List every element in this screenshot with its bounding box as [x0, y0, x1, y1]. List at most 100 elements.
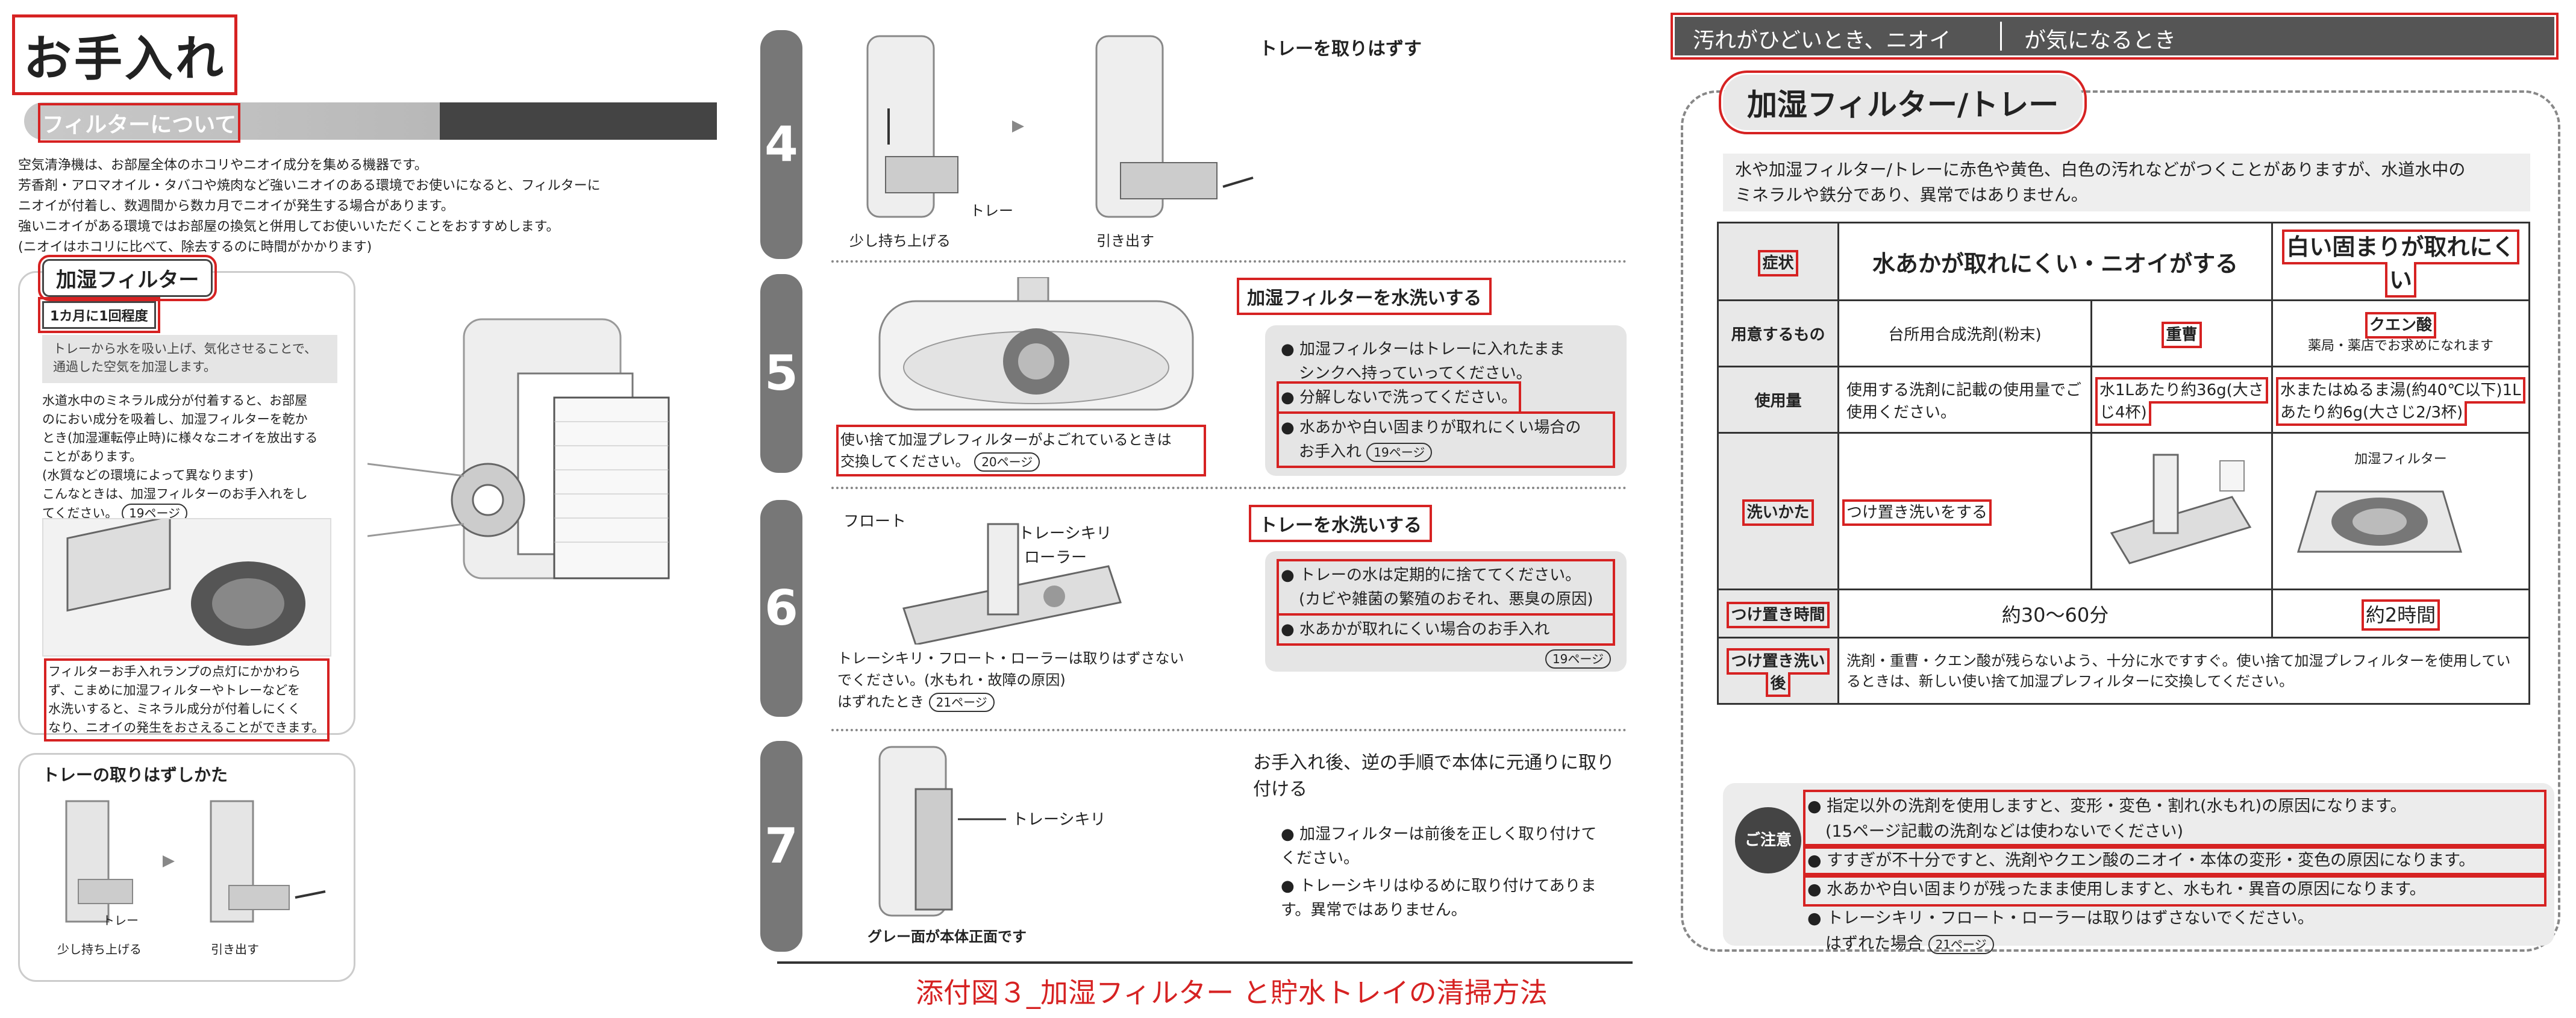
step4-pull-label: 引き出す	[1096, 233, 1154, 249]
float-label: フロート	[843, 513, 907, 531]
notice-text: トレーシキリ・フロート・ローラーは取りはずさないでください。	[1827, 909, 2314, 928]
notice-box	[1723, 783, 2554, 946]
soak-head: つけ置き時間	[1717, 589, 1839, 639]
bottom-rule	[777, 961, 1633, 964]
bullet-text: (カビや雑菌の繁殖のおそれ、悪臭の原因)	[1299, 590, 1593, 608]
cell-text: 約2時間	[2361, 599, 2440, 631]
bullet-item: ● トレーの水は定期的に捨ててください。(カビや雑菌の繁殖のおそれ、悪臭の原因)	[1277, 559, 1615, 616]
cell-text: つけ置き洗いをする	[1842, 499, 1992, 526]
page-ref[interactable]: 20ページ	[974, 452, 1040, 472]
bullet-text: シンクへ持っていってください。	[1299, 364, 1532, 383]
step-number: 5	[760, 274, 802, 473]
roller-label: ローラー	[1024, 549, 1087, 567]
notice-item: ● 水あかや白い固まりが残ったまま使用しますと、水もれ・異音の原因になります。	[1803, 873, 2546, 907]
divider	[831, 729, 1627, 731]
air-purifier-illustration	[367, 318, 670, 579]
grey-note: トレーから水を吸い上げ、気化させることで、通過した空気を加湿します。	[42, 335, 337, 383]
prep-2: 重曹	[2090, 299, 2273, 367]
bullet-item: ● 加湿フィルターは前後を正しく取り付けてください。	[1281, 825, 1597, 867]
prep-1: 台所用合成洗剤(粉末)	[1837, 299, 2092, 367]
wash-img-tray	[2090, 432, 2273, 590]
caption-line: はずれたとき 21ページ	[837, 691, 1223, 713]
bullet-text: トレーの水は定期的に捨ててください。	[1299, 566, 1581, 584]
cleaning-table: 症状 水あかが取れにくい・ニオイがする 白い固まりが取れにくい 用意するもの 台…	[1717, 222, 2530, 705]
band-right-text: が気になるとき	[2024, 28, 2177, 53]
caption-line: 使い捨て加湿プレフィルターがよごれているときは	[840, 431, 1172, 448]
step5-bullets: ● 加湿フィルターはトレーに入れたまま シンクへ持っていってください。 ● 分解…	[1265, 325, 1627, 476]
notice-text: 水あかや白い固まりが残ったまま使用しますと、水もれ・異音の原因になります。	[1827, 880, 2426, 899]
page-ref[interactable]: 21ページ	[928, 693, 995, 712]
intro-line: 芳香剤・アロマオイル・タバコや焼肉など強いニオイのある環境でお使いになると、フィ…	[18, 178, 601, 193]
notice-badge: ご注意	[1735, 807, 1801, 873]
symptom-head: 症状	[1717, 222, 1839, 301]
band-left-text: 汚れがひどいとき、ニオイ	[1693, 28, 1951, 53]
bullet-text: トレーシキリはゆるめに取り付けてあります。異常ではありません。	[1281, 877, 1596, 919]
section-bar: フィルターについて	[24, 102, 717, 143]
notice-item: ● 指定以外の洗剤を使用しますと、変形・変色・割れ(水もれ)の原因になります。(…	[1803, 790, 2546, 849]
table-row: つけ置き時間 約30〜60分 約2時間	[1717, 589, 2530, 639]
para-line: ことがあります。	[42, 449, 142, 464]
step5-title: 加湿フィルターを水洗いする	[1236, 278, 1492, 315]
bullet-item: ● 分解しないで洗ってください。	[1276, 381, 1522, 414]
table-row: 洗いかた つけ置き洗いをする 加湿フィルター	[1717, 432, 2530, 590]
cell-text: 水1Lあたり約36g(大さじ4杯)	[2095, 376, 2268, 426]
step5-caption: 使い捨て加湿プレフィルターがよごれているときは 交換してください。 20ページ	[836, 425, 1206, 476]
tray-label: トレー	[102, 913, 139, 928]
cell-text: 薬局・薬店でお求めになれます	[2307, 339, 2493, 354]
tray-heading: トレーの取りはずしかた	[42, 765, 228, 785]
step7-label: トレーシキリ	[1012, 811, 1106, 829]
step4-illustration	[866, 35, 1254, 218]
bullet-text: 加湿フィルターは前後を正しく取り付けてください。	[1281, 825, 1597, 867]
page-ref[interactable]: 19ページ	[1545, 649, 1611, 669]
discoloration-note: 水や加湿フィルター/トレーに赤色や黄色、白色の汚れなどがつくことがありますが、水…	[1723, 154, 2530, 211]
page-ref[interactable]: 21ページ	[1928, 935, 1994, 954]
frequency-label: 1カ月に1回程度	[38, 297, 160, 333]
step6-title: トレーを水洗いする	[1249, 505, 1432, 542]
step4-tray-label: トレー	[970, 202, 1013, 219]
notice-item: ● トレーシキリ・フロート・ローラーは取りはずさないでください。はずれた場合 2…	[1807, 909, 2314, 954]
symptom-b: 白い固まりが取れにくい	[2271, 222, 2530, 301]
prep-3: クエン酸薬局・薬店でお求めになれます	[2271, 299, 2530, 367]
cell-text: 白い固まりが取れにくい	[2282, 230, 2519, 298]
table-row: つけ置き洗い後 洗剤・重曹・クエン酸が残らないよう、十分に水ですすぐ。使い捨て加…	[1717, 637, 2530, 705]
bullet-item: ● トレーシキリはゆるめに取り付けてあります。異常ではありません。	[1281, 877, 1596, 919]
caption-line: でください。(水もれ・故障の原因)	[837, 672, 1066, 689]
tray-removal-box	[18, 753, 355, 982]
wash-head: 洗いかた	[1717, 432, 1839, 590]
soak-a: 約30〜60分	[1837, 589, 2273, 639]
cell-text: 洗いかた	[1742, 499, 1814, 526]
para-line: とき(加湿運転停止時)に様々なニオイを放出する	[42, 431, 318, 445]
ref-row: 19ページ	[1281, 646, 1611, 670]
cell-text: 重曹	[2162, 322, 2202, 348]
divider	[831, 260, 1627, 263]
bullet-item: ● 加湿フィルターはトレーに入れたまま	[1281, 340, 1565, 358]
step-number: 7	[760, 741, 802, 952]
amount-1: 使用する洗剤に記載の使用量でご使用ください。	[1837, 366, 2092, 434]
warn-line: ず、こまめに加湿フィルターやトレーなどを	[48, 683, 301, 698]
notice-item: ● すすぎが不十分ですと、洗剤やクエン酸のニオイ・本体の変形・変色の原因になりま…	[1803, 844, 2546, 878]
after-val: 洗剤・重曹・クエン酸が残らないよう、十分に水ですすぐ。使い捨て加湿プレフィルター…	[1837, 637, 2530, 705]
bullet-text: 水あかや白い固まりが取れにくい場合の	[1299, 419, 1581, 437]
cell-text: クエン酸	[2365, 312, 2437, 339]
notice-text: はずれた場合	[1825, 934, 1923, 953]
soak-b: 約2時間	[2271, 589, 2530, 639]
warn-line: 水洗いすると、ミネラル成分が付着しにくく	[48, 702, 301, 716]
note-line: 水や加湿フィルター/トレーに赤色や黄色、白色の汚れなどがつくことがありますが、水…	[1735, 160, 2466, 180]
page-ref[interactable]: 19ページ	[1366, 443, 1433, 462]
step7-bottom-note: グレー面が本体正面です	[868, 928, 1027, 945]
warn-line: フィルターお手入れランプの点灯にかかわら	[48, 664, 301, 679]
wash-img-filter: 加湿フィルター	[2271, 432, 2530, 590]
bullet-item: ● 水あかが取れにくい場合のお手入れ	[1277, 613, 1615, 646]
cell-text: 症状	[1758, 249, 1798, 276]
filter-soak-illustration	[2296, 490, 2463, 553]
step-number: 6	[760, 500, 802, 717]
step6-bullets: ● トレーの水は定期的に捨ててください。(カビや雑菌の繁殖のおそれ、悪臭の原因)…	[1265, 551, 1627, 672]
amount-head: 使用量	[1717, 366, 1839, 434]
para-line: 水道水中のミネラル成分が付着すると、お部屋	[42, 393, 308, 408]
para-line: のにおい成分を吸着し、加湿フィルターを乾か	[42, 412, 308, 426]
filter-illustration-svg	[66, 519, 305, 646]
tray-divider-label: トレーシキリ	[1018, 525, 1112, 543]
step5-sink-illustration	[878, 277, 1194, 411]
intro-line: (ニオイはホコリに比べて、除去するのに時間がかかります)	[18, 240, 372, 255]
step-number: 4	[760, 30, 802, 259]
